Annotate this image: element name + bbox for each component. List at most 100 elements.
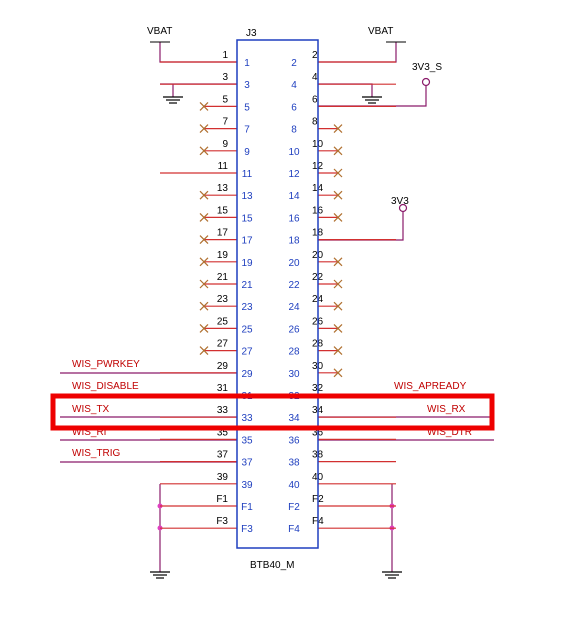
no-connect-marker [333, 301, 343, 311]
net-wis-ri: WIS_RI [72, 427, 106, 438]
pin-inner-left: F3 [241, 524, 253, 535]
pin-inner-left: 25 [241, 324, 253, 335]
pin-number-left: 5 [222, 94, 228, 105]
pin-number-left: 29 [217, 361, 229, 372]
pin-number-right: 6 [312, 94, 318, 105]
pin-inner-left: 15 [241, 213, 253, 224]
no-connect-marker [333, 190, 343, 200]
pin-inner-left: 39 [241, 480, 253, 491]
v3v3-port [398, 203, 408, 213]
v3v3-s-label: 3V3_S [412, 62, 442, 73]
pin-inner-left: 1 [244, 58, 250, 69]
no-connect-marker [199, 146, 209, 156]
v3v3-label: 3V3 [391, 196, 409, 207]
pin-inner-right: 38 [288, 458, 300, 469]
pin-inner-right: 6 [291, 102, 297, 113]
pin-inner-left: 19 [241, 258, 253, 269]
pin-number-left: 3 [222, 72, 228, 83]
v3v3-s-port [421, 77, 431, 87]
pin-inner-right: 28 [288, 347, 300, 358]
no-connect-marker [333, 168, 343, 178]
no-connect-marker [199, 101, 209, 111]
connector-ref: J3 [246, 28, 257, 39]
pin-inner-left: 37 [241, 458, 253, 469]
pin-number-left: F3 [216, 516, 228, 527]
highlight-box [50, 393, 495, 431]
pin-inner-right: 40 [288, 480, 300, 491]
no-connect-marker [333, 346, 343, 356]
no-connect-marker [333, 368, 343, 378]
pin-number-left: 9 [222, 139, 228, 150]
pin-number-left: 7 [222, 117, 228, 128]
pin-inner-left: 13 [241, 191, 253, 202]
net-wis-trig: WIS_TRIG [72, 448, 121, 459]
pin-inner-right: 20 [288, 258, 300, 269]
pin-inner-left: 7 [244, 125, 250, 136]
no-connect-marker [333, 257, 343, 267]
pin-inner-right: 22 [288, 280, 300, 291]
no-connect-marker [199, 301, 209, 311]
pin-number-left: 17 [217, 228, 229, 239]
wire-3v3 [318, 212, 404, 241]
pin-inner-right: 36 [288, 435, 300, 446]
pin-inner-right: 12 [288, 169, 300, 180]
no-connect-marker [199, 212, 209, 222]
no-connect-marker [333, 212, 343, 222]
no-connect-marker [333, 146, 343, 156]
pin-number-left: 35 [217, 427, 229, 438]
pin-number-right: 8 [312, 117, 318, 128]
pin-number-left: F1 [216, 494, 228, 505]
pin-number-left: 33 [217, 405, 229, 416]
pin-number-left: 13 [217, 183, 229, 194]
pin-number-left: 27 [217, 339, 229, 350]
pin-number-left: 23 [217, 294, 229, 305]
pin-inner-left: 11 [242, 169, 253, 180]
wires-layer [60, 41, 494, 579]
pin-inner-right: 24 [288, 302, 300, 313]
pin-inner-right: 4 [291, 80, 297, 91]
no-connect-marker [199, 279, 209, 289]
pin-inner-left: 35 [241, 435, 253, 446]
pin-number-left: 31 [217, 383, 229, 394]
pin-number-left: 15 [217, 205, 229, 216]
net-wis-disable: WIS_DISABLE [72, 381, 139, 392]
net-wis-dtr: WIS_DTR [427, 427, 472, 438]
pin-number-left: 19 [217, 250, 229, 261]
no-connect-marker [199, 235, 209, 245]
vbat-right-label: VBAT [368, 26, 393, 37]
pin-number-left: 1 [222, 50, 228, 61]
no-connect-marker [199, 323, 209, 333]
pin-number-right: 2 [312, 50, 318, 61]
pin-number-left: 39 [217, 472, 229, 483]
pin-inner-left: F1 [241, 502, 253, 513]
pin-inner-right: 26 [288, 324, 300, 335]
pin-inner-right: 30 [288, 369, 300, 380]
pin-inner-left: 29 [241, 369, 253, 380]
no-connect-marker [199, 346, 209, 356]
pin-inner-right: 34 [288, 413, 300, 424]
pin-inner-left: 27 [241, 347, 253, 358]
vbat-left-label: VBAT [147, 26, 172, 37]
no-connect-marker [199, 257, 209, 267]
pin-inner-left: 23 [241, 302, 253, 313]
net-wis-apready: WIS_APREADY [394, 381, 467, 392]
pin-inner-left: 17 [241, 236, 253, 247]
pin-inner-left: 33 [241, 413, 253, 424]
net-wis-tx: WIS_TX [72, 404, 110, 415]
pin-inner-right: F2 [288, 502, 300, 513]
pin-inner-right: 10 [288, 147, 300, 158]
pin-number-right: 4 [312, 72, 318, 83]
wire-vbat-right [318, 42, 397, 63]
pin-inner-right: F4 [288, 524, 300, 535]
no-connect-marker [199, 190, 209, 200]
pin-inner-right: 18 [288, 236, 300, 247]
pin-inner-right: 14 [288, 191, 300, 202]
no-connect-marker [333, 124, 343, 134]
pin-inner-left: 9 [244, 147, 250, 158]
pin-number-left: 11 [218, 161, 229, 172]
pin-inner-left: 21 [241, 280, 253, 291]
pin-inner-left: 3 [244, 80, 250, 91]
net-wis-pwrkey: WIS_PWRKEY [72, 359, 140, 370]
connector-part: BTB40_M [250, 560, 294, 571]
pin-number-left: 25 [217, 316, 229, 327]
